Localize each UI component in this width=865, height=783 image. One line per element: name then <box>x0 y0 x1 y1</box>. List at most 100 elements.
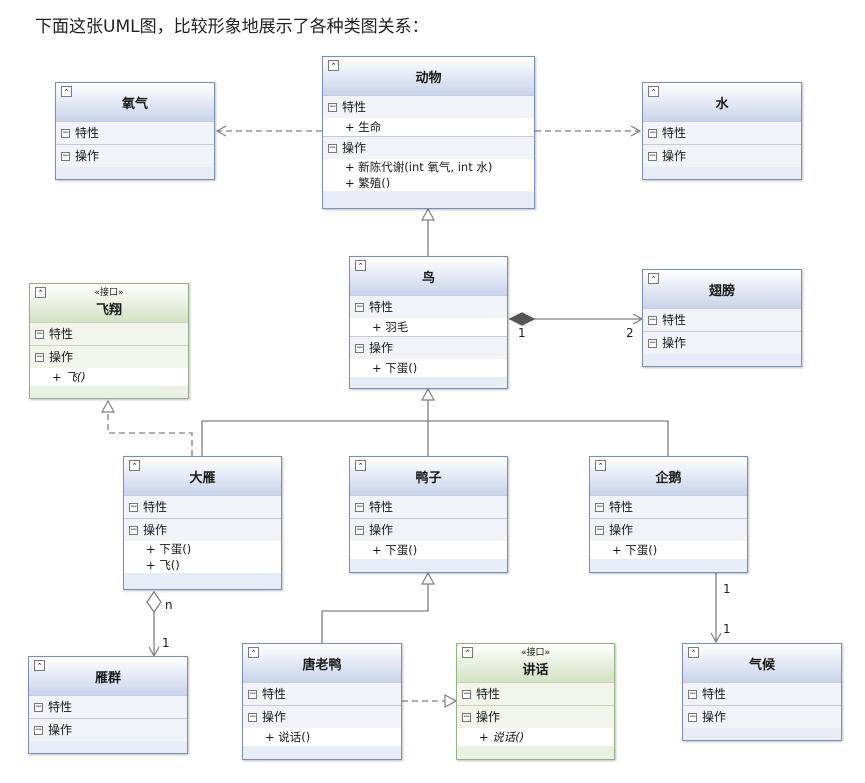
collapse-icon[interactable]: ⌃ <box>129 460 140 471</box>
collapse-icon[interactable]: ⌃ <box>462 647 473 658</box>
class-header: ⌃ «接口» 飞翔 <box>30 284 188 322</box>
generalization-goose-bird <box>201 420 428 456</box>
minus-icon[interactable]: − <box>328 101 337 112</box>
operations-section: −操作 <box>590 518 747 541</box>
collapse-icon[interactable]: ⌃ <box>34 660 45 671</box>
class-header: ⌃ 大雁 <box>124 457 281 495</box>
class-name: 气候 <box>748 657 775 673</box>
operations-section: −操作 <box>683 705 841 728</box>
class-name: 唐老鸭 <box>302 657 342 673</box>
operation-item: + 繁殖() <box>323 175 534 191</box>
operations-section: −操作 <box>30 345 188 368</box>
operations-section: −操作 <box>457 705 614 728</box>
minus-icon[interactable]: − <box>462 688 471 699</box>
operation-item: + 下蛋() <box>350 541 507 559</box>
class-header: ⌃ 鸭子 <box>350 457 507 495</box>
minus-icon[interactable]: − <box>688 688 697 699</box>
collapse-icon[interactable]: ⌃ <box>35 287 46 298</box>
minus-icon[interactable]: − <box>688 711 697 722</box>
minus-icon[interactable]: − <box>355 501 364 512</box>
multiplicity-climate-1: 1 <box>723 622 731 636</box>
operations-section: −操作 <box>124 518 281 541</box>
class-goose: ⌃ 大雁 −特性 −操作 + 下蛋() + 飞() <box>123 456 282 590</box>
multiplicity-bird-1: 1 <box>518 326 526 340</box>
collapse-icon[interactable]: ⌃ <box>61 86 72 97</box>
minus-icon[interactable]: − <box>34 701 43 712</box>
multiplicity-wing-2: 2 <box>626 326 634 340</box>
interface-fly: ⌃ «接口» 飞翔 −特性 −操作 + 飞() <box>29 283 189 399</box>
collapse-icon[interactable]: ⌃ <box>688 647 699 658</box>
minus-icon[interactable]: − <box>648 314 657 325</box>
operation-item: + 说话() <box>457 728 614 746</box>
minus-icon[interactable]: − <box>462 711 471 722</box>
operation-item: + 说话() <box>243 728 401 746</box>
class-oxygen: ⌃ 氧气 −特性 −操作 <box>55 82 215 180</box>
multiplicity-flock-1: 1 <box>162 636 170 650</box>
operation-item: + 飞() <box>30 368 188 386</box>
class-name: 翅膀 <box>708 283 735 299</box>
class-name: 鸭子 <box>415 470 442 486</box>
collapse-icon[interactable]: ⌃ <box>595 460 606 471</box>
collapse-icon[interactable]: ⌃ <box>328 60 339 71</box>
minus-icon[interactable]: − <box>328 142 337 153</box>
attributes-section: −特性 <box>323 95 534 118</box>
class-wing: ⌃ 翅膀 −特性 −操作 <box>642 269 802 367</box>
class-name: 飞翔 <box>95 303 122 318</box>
minus-icon[interactable]: − <box>355 524 364 535</box>
stereotype-label: «接口» <box>520 648 550 658</box>
interface-speak: ⌃ «接口» 讲话 −特性 −操作 + 说话() <box>456 643 615 760</box>
collapse-icon[interactable]: ⌃ <box>648 273 659 284</box>
attributes-section: −特性 <box>350 295 507 318</box>
class-header: ⌃ 鸟 <box>350 257 507 295</box>
attributes-section: −特性 <box>457 682 614 705</box>
minus-icon[interactable]: − <box>648 127 657 138</box>
class-duck: ⌃ 鸭子 −特性 −操作 + 下蛋() <box>349 456 508 573</box>
class-name: 水 <box>715 96 729 112</box>
class-name: 鸟 <box>421 270 435 286</box>
intro-text: 下面这张UML图，比较形象地展示了各种类图关系： <box>35 17 429 37</box>
minus-icon[interactable]: − <box>595 524 604 535</box>
operation-item: + 下蛋() <box>124 541 281 557</box>
operations-section: −操作 <box>643 144 801 167</box>
operations-section: −操作 <box>350 518 507 541</box>
minus-icon[interactable]: − <box>248 688 257 699</box>
minus-icon[interactable]: − <box>35 351 44 362</box>
class-water: ⌃ 水 −特性 −操作 <box>642 82 802 180</box>
minus-icon[interactable]: − <box>648 337 657 348</box>
collapse-icon[interactable]: ⌃ <box>648 86 659 97</box>
operations-section: −操作 <box>643 331 801 354</box>
collapse-icon[interactable]: ⌃ <box>355 460 366 471</box>
minus-icon[interactable]: − <box>61 127 70 138</box>
generalization-penguin-bird <box>428 420 669 456</box>
attributes-section: −特性 <box>56 121 214 144</box>
composition-diamond <box>508 312 536 326</box>
minus-icon[interactable]: − <box>355 342 364 353</box>
attributes-section: −特性 <box>243 682 401 705</box>
attribute-item: + 生命 <box>323 118 534 136</box>
attributes-section: −特性 <box>350 495 507 518</box>
class-climate: ⌃ 气候 −特性 −操作 <box>682 643 842 741</box>
class-header: ⌃ 动物 <box>323 57 534 95</box>
minus-icon[interactable]: − <box>595 501 604 512</box>
class-header: ⌃ 氧气 <box>56 83 214 121</box>
attribute-item: + 羽毛 <box>350 318 507 336</box>
minus-icon[interactable]: − <box>34 724 43 735</box>
minus-icon[interactable]: − <box>129 524 138 535</box>
multiplicity-flock-n: n <box>165 598 173 612</box>
class-header: ⌃ 翅膀 <box>643 270 801 308</box>
operation-item: + 下蛋() <box>590 541 747 559</box>
class-donald-duck: ⌃ 唐老鸭 −特性 −操作 + 说话() <box>242 643 402 760</box>
attributes-section: −特性 <box>643 308 801 331</box>
class-name: 大雁 <box>189 470 216 486</box>
class-header: ⌃ 唐老鸭 <box>243 644 401 682</box>
minus-icon[interactable]: − <box>35 328 44 339</box>
operations-section: −操作 <box>243 705 401 728</box>
collapse-icon[interactable]: ⌃ <box>355 260 366 271</box>
minus-icon[interactable]: − <box>61 150 70 161</box>
minus-icon[interactable]: − <box>648 150 657 161</box>
minus-icon[interactable]: − <box>355 301 364 312</box>
minus-icon[interactable]: − <box>248 711 257 722</box>
class-name: 氧气 <box>121 96 148 112</box>
minus-icon[interactable]: − <box>129 501 138 512</box>
collapse-icon[interactable]: ⌃ <box>248 647 259 658</box>
